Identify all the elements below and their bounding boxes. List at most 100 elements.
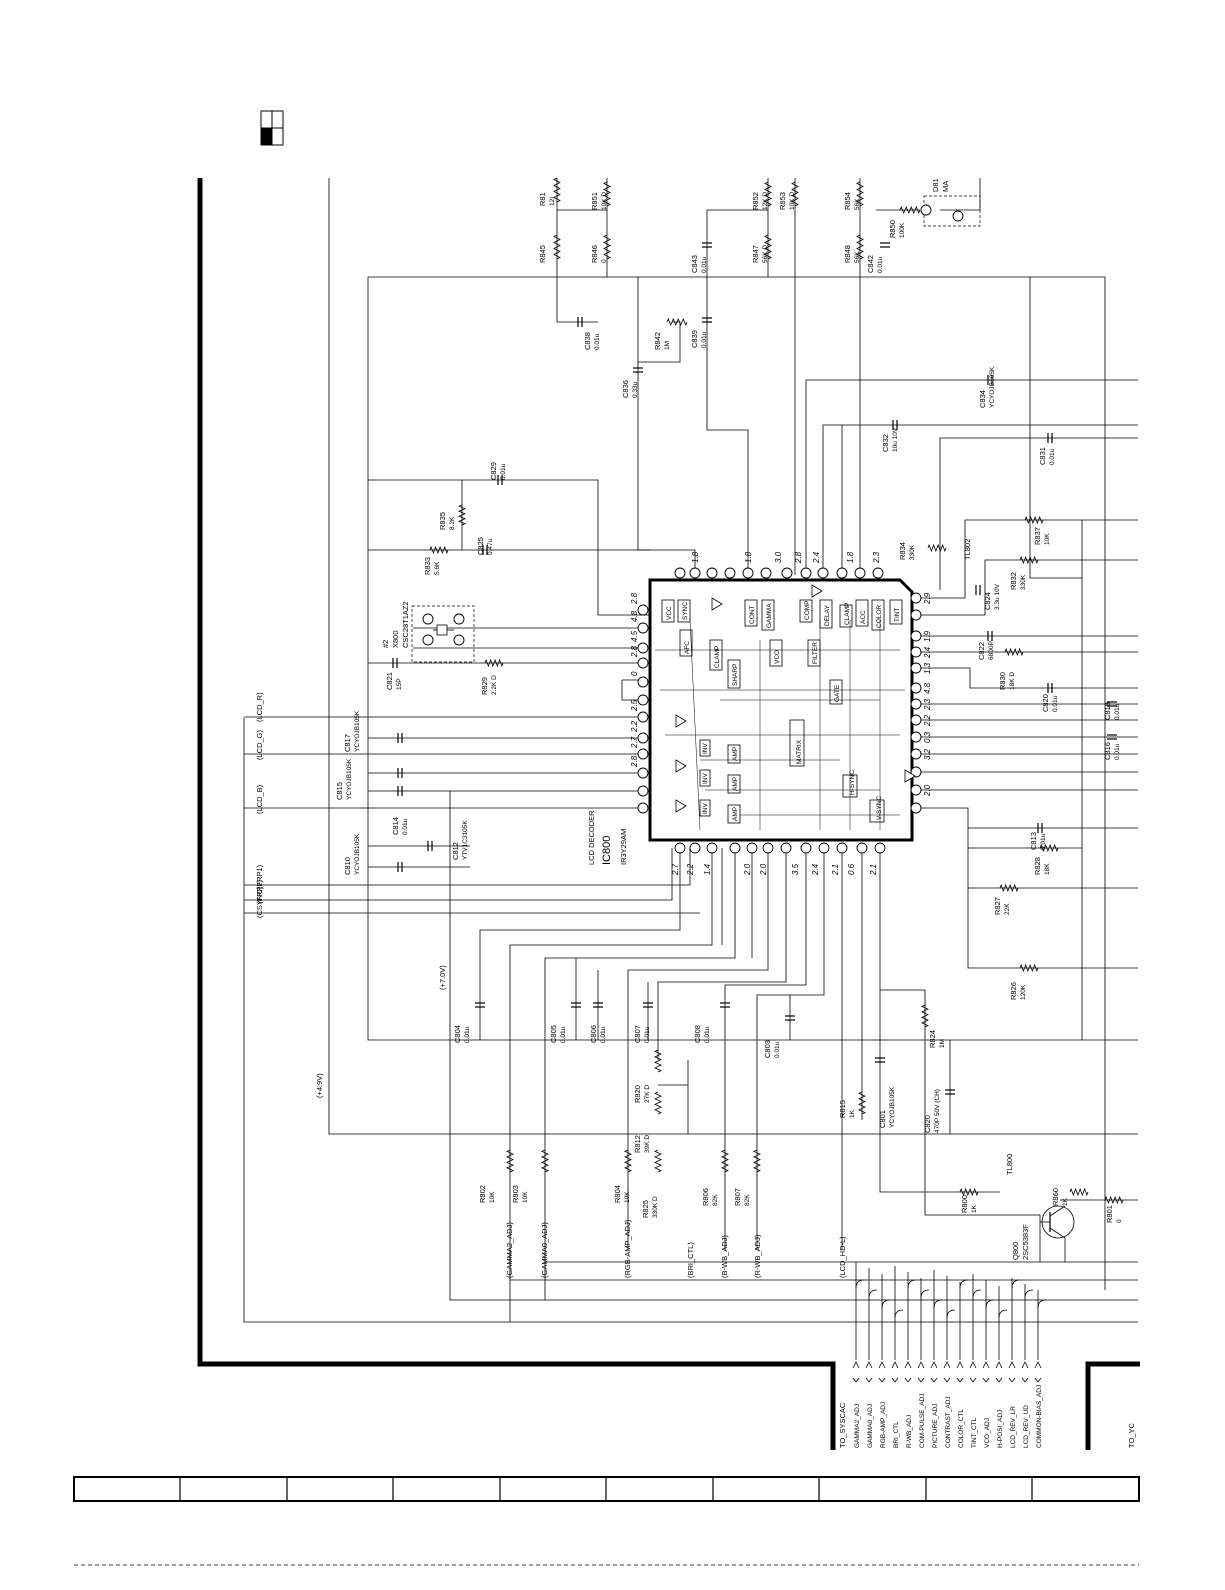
pin-voltage: 4.5 — [630, 630, 639, 642]
resistor — [1024, 515, 1044, 525]
adj-b-wb: (B-WB_ADJ) — [720, 1235, 729, 1278]
component-ref: C831 — [1038, 447, 1047, 465]
pin-voltage: 2.0 — [759, 863, 768, 876]
d81-note: MA — [941, 181, 950, 192]
component-ref: R854 — [843, 192, 852, 210]
ic-block-label: SYNC — [682, 602, 689, 620]
component-value: 0.01u — [560, 1026, 567, 1043]
component-value: 0.01u — [774, 1041, 781, 1058]
connector-arrow — [1021, 1361, 1029, 1369]
ic-block-label: VCC — [666, 606, 673, 620]
crystal-x800 — [411, 605, 475, 663]
component-ref: R850 — [888, 220, 897, 238]
x800-note: #2 — [381, 640, 390, 648]
resistor — [858, 1091, 866, 1115]
connector-arrow — [865, 1361, 873, 1369]
ic-pin — [910, 682, 922, 694]
ic-pin — [729, 842, 741, 854]
ic-pin — [674, 567, 686, 579]
ic-pin — [856, 842, 868, 854]
component-ref: C821 — [385, 672, 394, 690]
component-ref: R853 — [778, 192, 787, 210]
ic-pin — [742, 567, 754, 579]
component-value: 10K D — [601, 192, 608, 210]
bus-bend — [855, 1279, 865, 1289]
pin-voltage: 2.8 — [630, 592, 639, 605]
pin-voltage: 2.2 — [923, 714, 932, 727]
ic-pin — [910, 784, 922, 796]
board-frame-right — [1085, 1361, 1140, 1450]
connector-arrow — [891, 1377, 899, 1383]
component-value: 0.01u — [1052, 695, 1059, 712]
component-value: 100K — [899, 222, 906, 238]
adj-bri-ctl: (BRI_CTL) — [686, 1242, 695, 1278]
resistor — [603, 181, 611, 207]
component-value: 0.01u — [1114, 743, 1121, 760]
ic-pin — [910, 714, 922, 726]
resistor — [484, 658, 504, 668]
pin-voltage: 2.0 — [743, 863, 752, 876]
component-value: 1K — [1062, 1197, 1069, 1206]
ic-pin — [637, 732, 649, 744]
component-ref: C814 — [391, 817, 400, 835]
ic-pin — [706, 567, 718, 579]
component-value: 330K — [1020, 574, 1027, 590]
component-value: 12I — [549, 197, 556, 206]
component-ref: C810 — [343, 857, 352, 875]
tp-tl802: TL802 — [963, 539, 972, 560]
connector-left-name: TO_SYSCAC — [838, 1402, 847, 1448]
resistor — [506, 1149, 514, 1173]
ic-block — [699, 799, 711, 817]
connector-signal-label: LCD_REV_LR — [1010, 1406, 1017, 1448]
component-value: 10K — [489, 1191, 496, 1203]
component-value: 0.01u — [500, 463, 507, 480]
ic-pin — [910, 748, 922, 760]
connector-signal-label: BRI_CTL — [893, 1421, 900, 1448]
component-value: 0.01u — [402, 818, 409, 835]
connector-signal-label: RGB-AMP_ADJ — [880, 1402, 887, 1448]
component-ref: C807 — [633, 1025, 642, 1043]
ic-pin — [910, 630, 922, 642]
ic-pin — [637, 711, 649, 723]
ic-pin — [910, 662, 922, 674]
component-value: 82K — [712, 1194, 719, 1206]
component-value: YTV1C3105K — [462, 820, 469, 860]
connector-arrow — [995, 1377, 1003, 1383]
ic-block-label: V-SYNC — [876, 795, 883, 820]
ic-pin — [637, 767, 649, 779]
pin-voltage: 3.5 — [791, 863, 800, 875]
bus-bend — [881, 1299, 891, 1309]
ic-block — [761, 599, 775, 631]
connector-arrow — [930, 1377, 938, 1383]
bus-bend — [868, 1289, 878, 1299]
connector-signal-label: GAMMA2_ADJ — [854, 1404, 861, 1448]
component-value: 0.01u — [644, 1026, 651, 1043]
component-ref: R803 — [511, 1185, 520, 1203]
pin-voltage: 2.8 — [630, 755, 639, 768]
component-value: 22K — [1004, 903, 1011, 915]
connector-arrow — [1008, 1361, 1016, 1369]
adj-rgb-amp: (RGB-AMP_ADJ) — [623, 1219, 632, 1278]
component-value: 27K D — [644, 1085, 651, 1103]
component-ref: R835 — [438, 512, 447, 530]
ic-pin — [762, 842, 774, 854]
component-ref: C839 — [690, 330, 699, 348]
ic-block-label: AMP — [732, 747, 739, 761]
component-value: 6800P — [988, 641, 995, 660]
ic-pin — [637, 802, 649, 814]
ic-block-label: TINT — [894, 608, 901, 622]
component-ref: R848 — [843, 245, 852, 263]
component-value: 0.01u — [701, 331, 708, 348]
component-value: 8.2K — [449, 516, 456, 530]
connector-arrow — [956, 1361, 964, 1369]
component-value: 56K — [854, 251, 861, 263]
component-ref: R842 — [653, 332, 662, 350]
connector-signal-label: CONTRAST_ADJ — [945, 1396, 952, 1448]
ic-block-label: CONT — [749, 606, 756, 624]
component-ref: R825 — [641, 1200, 650, 1218]
ic-block-label: GAMMA — [766, 603, 773, 628]
resistor — [1004, 647, 1024, 657]
bus-bend — [1011, 1279, 1021, 1289]
pin-voltage: 1.8 — [744, 551, 753, 563]
connector-arrow — [852, 1361, 860, 1369]
